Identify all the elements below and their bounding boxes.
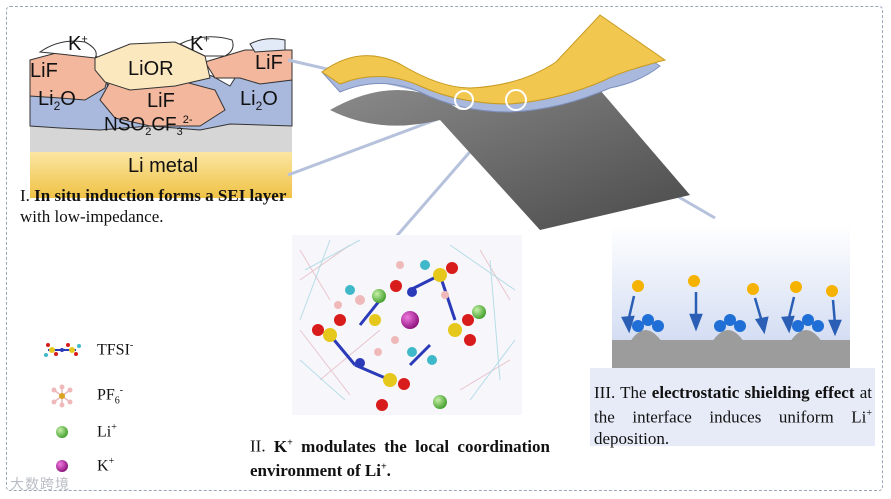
watermark: 大数跨境 bbox=[10, 474, 70, 494]
sei-lif-right: LiF bbox=[255, 52, 283, 75]
caption-coordination: II. K+ modulates the local coordination … bbox=[250, 432, 550, 481]
legend-tfsi: TFSI- bbox=[97, 340, 133, 359]
sei-k-left: K+ bbox=[68, 33, 88, 56]
sei-li-metal: Li metal bbox=[128, 155, 198, 178]
k-legend-icon bbox=[56, 460, 68, 472]
sei-lif-mid: LiF bbox=[147, 90, 175, 113]
li-ion-1 bbox=[372, 289, 386, 303]
caption-shielding: III. The electrostatic shielding effect … bbox=[594, 382, 872, 449]
legend-li: Li+ bbox=[97, 422, 117, 441]
li-legend-icon bbox=[56, 426, 68, 438]
k-ion-center bbox=[401, 311, 419, 329]
legend-icons bbox=[44, 343, 81, 472]
sei-lior: LiOR bbox=[128, 58, 174, 81]
sei-anion: NSO2CF32- bbox=[104, 114, 193, 138]
sei-li2o-left: Li2O bbox=[38, 88, 76, 113]
tfsi-icon bbox=[44, 343, 81, 357]
sei-li2o-right: Li2O bbox=[240, 88, 278, 113]
li-ion-2 bbox=[472, 305, 486, 319]
sei-lif-left: LiF bbox=[30, 60, 58, 83]
coordination-structure bbox=[292, 235, 522, 415]
legend-k: K+ bbox=[97, 456, 114, 475]
caption-sei: I. In situ induction forms a SEI layer w… bbox=[20, 185, 310, 227]
legend-pf6: PF6- bbox=[97, 385, 123, 407]
li-ion-3 bbox=[433, 395, 447, 409]
electrode-sheets bbox=[322, 15, 690, 230]
sei-k-right: K+ bbox=[190, 33, 210, 56]
pf6-icon bbox=[52, 385, 73, 408]
